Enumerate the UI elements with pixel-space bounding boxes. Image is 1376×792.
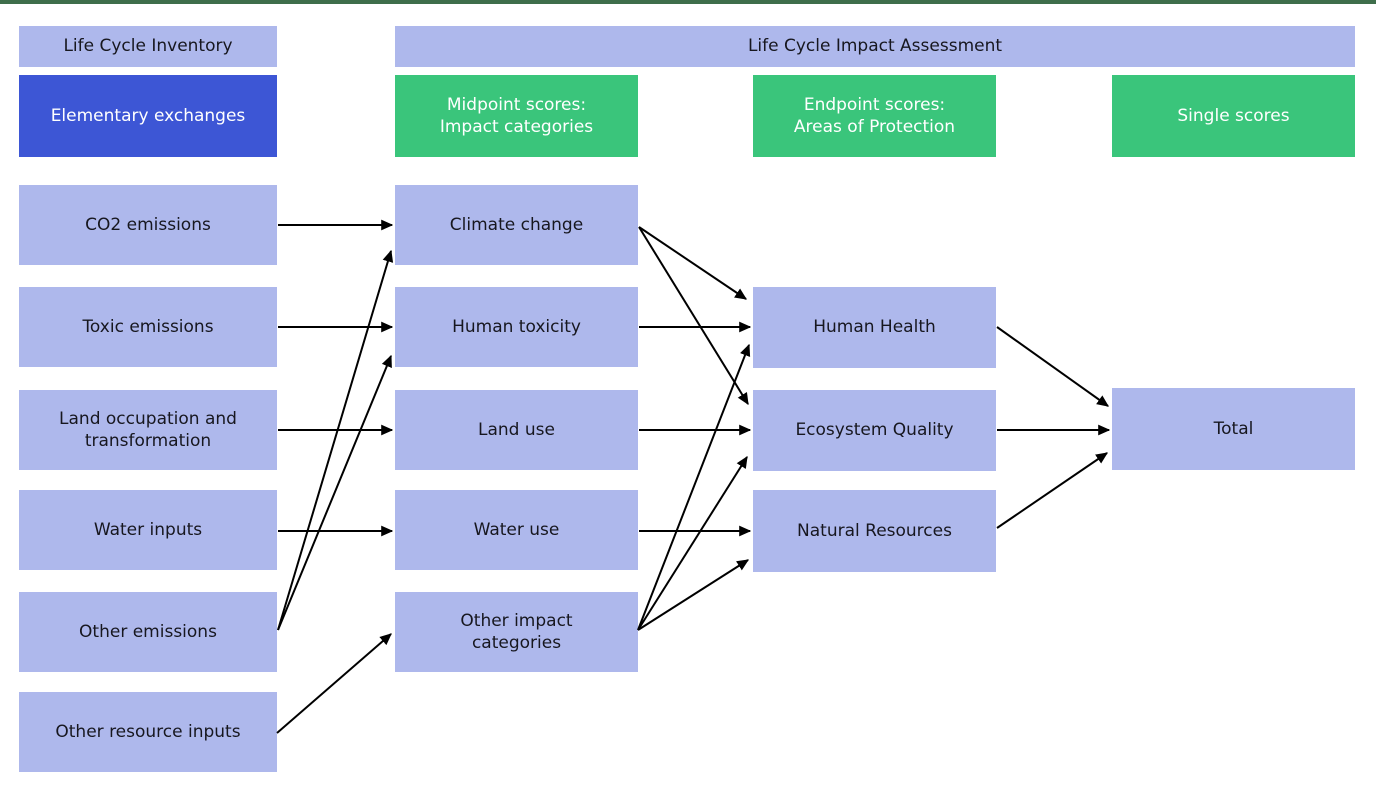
arrow-other-impact-categories-to-ecosystem-quality — [637, 455, 748, 631]
node-toxic-emissions: Toxic emissions — [19, 287, 277, 367]
stage-label: Single scores — [1177, 105, 1290, 126]
node-other-resource-inputs: Other resource inputs — [19, 692, 277, 772]
arrow-natural-resources-to-total — [996, 452, 1108, 529]
arrow-other-resource-inputs-to-other-impact-categories — [276, 633, 392, 734]
node-ecosystem-quality: Ecosystem Quality — [753, 390, 996, 471]
arrow-other-emissions-to-climate-change — [277, 249, 394, 631]
stage-endpoint-scores: Endpoint scores: Areas of Protection — [753, 75, 996, 157]
node-label: Human toxicity — [452, 316, 581, 337]
node-label: Human Health — [813, 317, 936, 338]
node-other-impact-categories: Other impact categories — [395, 592, 638, 672]
header-life-cycle-inventory: Life Cycle Inventory — [19, 26, 277, 67]
node-label: Land use — [478, 419, 555, 440]
node-co2-emissions: CO2 emissions — [19, 185, 277, 265]
node-label: Water use — [473, 519, 560, 540]
node-land-use: Land use — [395, 390, 638, 470]
node-label: Other resource inputs — [55, 721, 241, 742]
arrow-other-emissions-to-human-toxicity — [277, 354, 392, 631]
top-accent-bar — [0, 0, 1376, 4]
header-life-cycle-impact-assessment: Life Cycle Impact Assessment — [395, 26, 1355, 67]
node-water-inputs: Water inputs — [19, 490, 277, 570]
arrow-other-impact-categories-to-human-health — [637, 343, 751, 631]
node-human-health: Human Health — [753, 287, 996, 368]
node-label: Water inputs — [93, 519, 203, 540]
node-label: Total — [1213, 418, 1254, 439]
stage-label: Endpoint scores: Areas of Protection — [793, 94, 956, 137]
arrow-climate-change-to-ecosystem-quality — [638, 226, 749, 406]
node-label: Natural Resources — [797, 520, 952, 541]
node-label: Land occupation and transformation — [59, 408, 237, 451]
arrow-other-impact-categories-to-natural-resources — [637, 559, 750, 631]
node-label: Ecosystem Quality — [795, 420, 954, 441]
node-human-toxicity: Human toxicity — [395, 287, 638, 367]
node-label: Other emissions — [79, 621, 217, 642]
node-other-emissions: Other emissions — [19, 592, 277, 672]
stage-midpoint-scores: Midpoint scores: Impact categories — [395, 75, 638, 157]
node-climate-change: Climate change — [395, 185, 638, 265]
stage-label: Elementary exchanges — [50, 105, 246, 126]
node-label: Other impact categories — [460, 610, 573, 653]
stage-elementary-exchanges: Elementary exchanges — [19, 75, 277, 157]
node-label: CO2 emissions — [85, 214, 211, 235]
arrow-human-health-to-total — [996, 326, 1109, 407]
node-land-occupation: Land occupation and transformation — [19, 390, 277, 470]
node-label: Climate change — [449, 214, 584, 235]
node-total: Total — [1112, 388, 1355, 470]
node-natural-resources: Natural Resources — [753, 490, 996, 572]
node-label: Toxic emissions — [82, 316, 214, 337]
stage-single-scores: Single scores — [1112, 75, 1355, 157]
stage-label: Midpoint scores: Impact categories — [439, 94, 594, 137]
header-label: Life Cycle Impact Assessment — [747, 36, 1003, 57]
header-label: Life Cycle Inventory — [63, 36, 233, 57]
node-water-use: Water use — [395, 490, 638, 570]
arrow-climate-change-to-human-health — [638, 226, 747, 300]
